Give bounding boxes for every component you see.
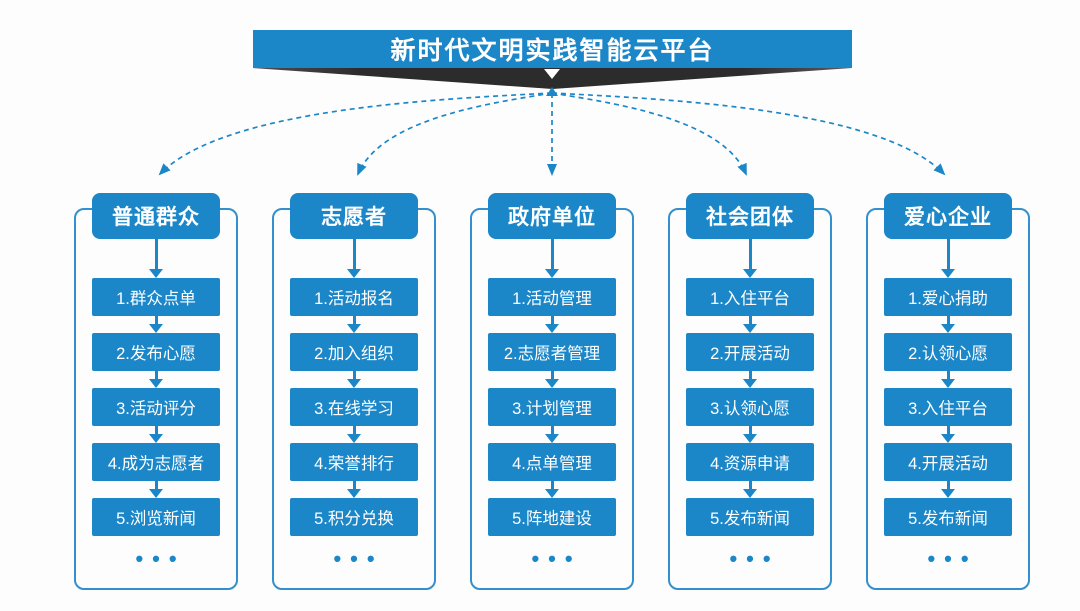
step-box: 2.志愿者管理: [488, 333, 616, 371]
flow-government-units: 1.活动管理 2.志愿者管理 3.计划管理 4.点单管理 5.阵地建设 •••: [472, 239, 632, 570]
down-arrow-icon: [149, 239, 163, 278]
panel-header-social-organizations: 社会团体: [686, 193, 814, 239]
step-box: 2.加入组织: [290, 333, 418, 371]
down-arrow-icon: [743, 371, 757, 388]
more-steps-ellipsis: •••: [135, 546, 186, 571]
down-arrow-icon: [941, 481, 955, 498]
more-steps-ellipsis: •••: [729, 546, 780, 571]
step-box: 5.浏览新闻: [92, 498, 220, 536]
step-box: 4.点单管理: [488, 443, 616, 481]
step-box: 1.活动报名: [290, 278, 418, 316]
down-arrow-icon: [743, 426, 757, 443]
step-box: 4.开展活动: [884, 443, 1012, 481]
down-arrow-icon: [347, 316, 361, 333]
fan-arrow-to-col-5: [551, 92, 946, 176]
down-arrow-icon: [743, 239, 757, 278]
step-box: 1.活动管理: [488, 278, 616, 316]
panel-volunteers: 志愿者 1.活动报名 2.加入组织 3.在线学习 4.荣誉排行 5.积分兑换 •…: [272, 193, 436, 590]
panel-header-government-units: 政府单位: [488, 193, 616, 239]
down-arrow-icon: [149, 426, 163, 443]
step-box: 1.群众点单: [92, 278, 220, 316]
down-arrow-icon: [545, 239, 559, 278]
down-arrow-icon: [347, 426, 361, 443]
step-box: 4.成为志愿者: [92, 443, 220, 481]
more-steps-ellipsis: •••: [333, 546, 384, 571]
step-box: 4.资源申请: [686, 443, 814, 481]
fan-origin-point: [546, 87, 558, 96]
panel-caring-enterprises: 爱心企业 1.爱心捐助 2.认领心愿 3.入住平台 4.开展活动 5.发布新闻 …: [866, 193, 1030, 590]
panel-header-general-public: 普通群众: [92, 193, 220, 239]
down-arrow-icon: [941, 316, 955, 333]
more-steps-ellipsis: •••: [927, 546, 978, 571]
down-arrow-icon: [545, 426, 559, 443]
down-arrow-icon: [941, 426, 955, 443]
down-arrow-icon: [545, 316, 559, 333]
platform-title: 新时代文明实践智能云平台: [390, 37, 715, 65]
step-box: 3.在线学习: [290, 388, 418, 426]
down-arrow-icon: [545, 481, 559, 498]
down-arrow-icon: [347, 239, 361, 278]
down-arrow-icon: [743, 481, 757, 498]
step-box: 3.入住平台: [884, 388, 1012, 426]
panel-government-units: 政府单位 1.活动管理 2.志愿者管理 3.计划管理 4.点单管理 5.阵地建设…: [470, 193, 634, 590]
flow-caring-enterprises: 1.爱心捐助 2.认领心愿 3.入住平台 4.开展活动 5.发布新闻 •••: [868, 239, 1028, 570]
fan-arrow-to-col-1: [158, 92, 553, 176]
step-box: 2.开展活动: [686, 333, 814, 371]
down-arrow-icon: [941, 371, 955, 388]
step-box: 5.发布新闻: [884, 498, 1012, 536]
down-arrow-icon: [545, 371, 559, 388]
panel-header-caring-enterprises: 爱心企业: [884, 193, 1012, 239]
step-box: 5.积分兑换: [290, 498, 418, 536]
panel-social-organizations: 社会团体 1.入住平台 2.开展活动 3.认领心愿 4.资源申请 5.发布新闻 …: [668, 193, 832, 590]
more-steps-ellipsis: •••: [531, 546, 582, 571]
platform-title-banner: 新时代文明实践智能云平台: [253, 30, 852, 68]
banner-down-arrow-icon: [544, 69, 560, 79]
step-box: 2.发布心愿: [92, 333, 220, 371]
step-box: 3.认领心愿: [686, 388, 814, 426]
step-box: 1.入住平台: [686, 278, 814, 316]
step-box: 2.认领心愿: [884, 333, 1012, 371]
down-arrow-icon: [743, 316, 757, 333]
step-box: 5.阵地建设: [488, 498, 616, 536]
step-box: 3.计划管理: [488, 388, 616, 426]
down-arrow-icon: [347, 371, 361, 388]
down-arrow-icon: [149, 371, 163, 388]
down-arrow-icon: [941, 239, 955, 278]
panel-header-volunteers: 志愿者: [290, 193, 418, 239]
step-box: 3.活动评分: [92, 388, 220, 426]
down-arrow-icon: [149, 316, 163, 333]
step-box: 5.发布新闻: [686, 498, 814, 536]
panel-general-public: 普通群众 1.群众点单 2.发布心愿 3.活动评分 4.成为志愿者 5.浏览新闻…: [74, 193, 238, 590]
down-arrow-icon: [149, 481, 163, 498]
flow-social-organizations: 1.入住平台 2.开展活动 3.认领心愿 4.资源申请 5.发布新闻 •••: [670, 239, 830, 570]
step-box: 1.爱心捐助: [884, 278, 1012, 316]
step-box: 4.荣誉排行: [290, 443, 418, 481]
flow-general-public: 1.群众点单 2.发布心愿 3.活动评分 4.成为志愿者 5.浏览新闻 •••: [76, 239, 236, 570]
down-arrow-icon: [347, 481, 361, 498]
flow-volunteers: 1.活动报名 2.加入组织 3.在线学习 4.荣誉排行 5.积分兑换 •••: [274, 239, 434, 570]
